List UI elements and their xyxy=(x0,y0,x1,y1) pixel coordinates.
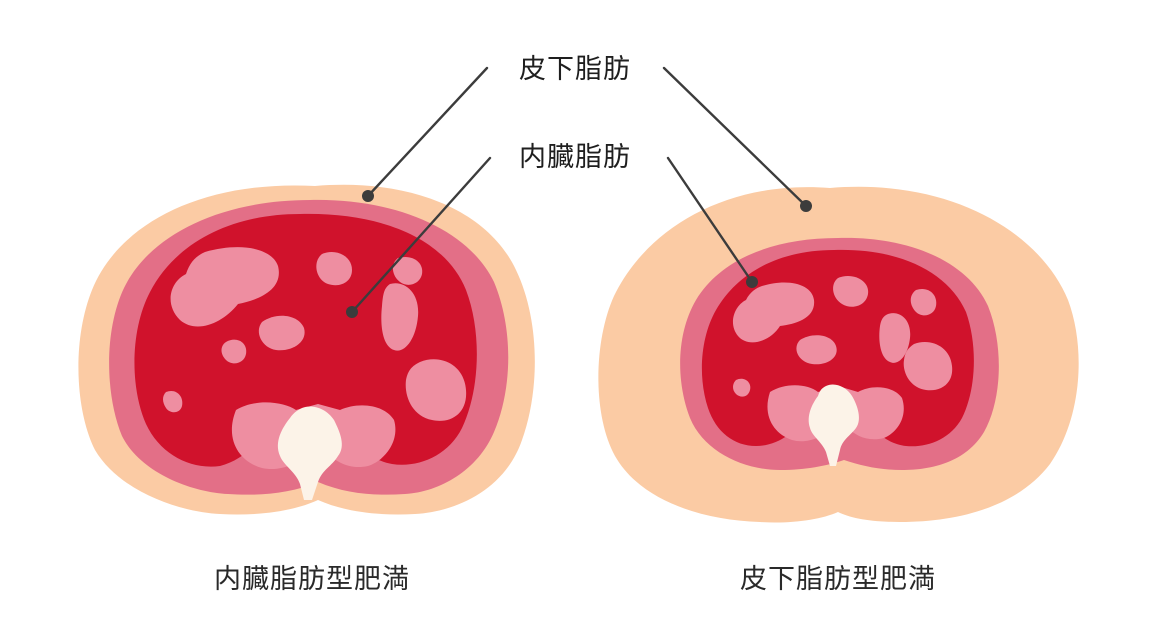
fat-deposit xyxy=(405,359,467,421)
pointer-dot xyxy=(746,276,758,288)
fat-deposit xyxy=(258,315,305,351)
fat-deposit xyxy=(796,335,837,365)
caption-visceral-obesity: 内臓脂肪型肥満 xyxy=(214,564,410,595)
visceral-fat-pointer-left xyxy=(346,156,492,318)
subcutaneous-fat-pointer-right xyxy=(662,66,812,212)
caption-subcutaneous-obesity: 皮下脂肪型肥満 xyxy=(740,564,936,595)
fat-deposit xyxy=(163,390,183,413)
pointer-dot xyxy=(800,200,812,212)
spine-right xyxy=(808,384,859,466)
label-subcutaneous-fat: 皮下脂肪 xyxy=(519,54,631,85)
fat-deposit xyxy=(392,256,423,285)
visceral-fat-pointer-right xyxy=(666,156,758,288)
spine-left xyxy=(277,406,342,500)
pointer-dot xyxy=(362,190,374,202)
fat-deposit xyxy=(733,378,751,397)
fat-deposit xyxy=(381,283,419,351)
fat-deposit xyxy=(903,342,953,391)
fat-deposit xyxy=(910,288,937,316)
pointer-dot xyxy=(346,306,358,318)
label-visceral-fat: 内臓脂肪 xyxy=(519,142,631,173)
fat-deposit xyxy=(833,275,869,307)
fat-deposit xyxy=(316,251,352,286)
fat-deposit xyxy=(732,282,815,343)
fat-deposit xyxy=(170,247,279,327)
fat-deposit xyxy=(879,313,911,363)
fat-deposit xyxy=(221,339,247,364)
subcutaneous-obesity-cross-section xyxy=(598,186,1079,523)
visceral-obesity-cross-section xyxy=(78,184,535,515)
subcutaneous-fat-pointer-left xyxy=(362,66,489,202)
